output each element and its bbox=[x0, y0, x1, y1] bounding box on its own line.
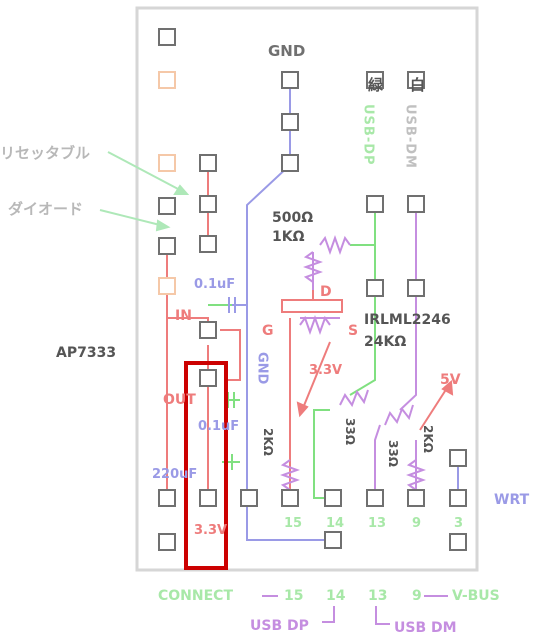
r2k-a-zigzag bbox=[280, 459, 300, 491]
pad bbox=[158, 28, 176, 46]
diode-label: ダイオード bbox=[8, 200, 83, 218]
pad-faded bbox=[158, 154, 176, 172]
cap-top-symbol bbox=[228, 297, 236, 313]
pad-faded bbox=[158, 277, 176, 295]
r2k-b-label: 2KΩ bbox=[421, 425, 435, 453]
r33a-zigzag bbox=[339, 389, 369, 408]
r2k-a-label: 2KΩ bbox=[261, 428, 275, 456]
pad bbox=[281, 71, 299, 89]
ic-trace bbox=[220, 329, 241, 381]
gnd-mid-label: GND bbox=[255, 352, 270, 385]
pad bbox=[199, 154, 217, 172]
usb-dm-bracket bbox=[375, 606, 390, 625]
pad bbox=[407, 71, 425, 89]
gnd-trace bbox=[246, 80, 333, 541]
pad bbox=[281, 489, 299, 507]
dm-lower-trace bbox=[374, 424, 381, 498]
white-kanji-label: 白 bbox=[410, 76, 425, 94]
r33b-zigzag bbox=[384, 404, 414, 426]
resettable-label: リセッタブル bbox=[0, 144, 90, 162]
pad bbox=[199, 321, 217, 339]
v5-label: 5V bbox=[440, 372, 461, 388]
pad bbox=[366, 71, 384, 89]
connect-label: CONNECT bbox=[158, 588, 233, 604]
pad bbox=[407, 195, 425, 213]
usb-dm-label: USB DM bbox=[394, 620, 457, 635]
arrow-diode bbox=[99, 209, 171, 232]
r2k-b-zigzag bbox=[406, 459, 426, 491]
pad bbox=[158, 237, 176, 255]
r500-label: 500Ω bbox=[272, 210, 313, 226]
pad bbox=[407, 279, 425, 297]
r500-zigzag bbox=[319, 235, 351, 255]
pad-faded bbox=[158, 71, 176, 89]
pad bbox=[199, 369, 217, 387]
pad bbox=[158, 489, 176, 507]
usb-dp-label: USB DP bbox=[250, 618, 309, 634]
pad bbox=[449, 449, 467, 467]
green-kanji-label: 緑 bbox=[368, 76, 384, 94]
arrow-3v3 bbox=[296, 341, 331, 418]
pad bbox=[407, 489, 425, 507]
d-label: D bbox=[320, 284, 332, 300]
dp-lower-trace bbox=[313, 409, 333, 499]
cap-top-label: 0.1uF bbox=[194, 277, 235, 292]
legend-14: 14 bbox=[326, 588, 346, 604]
pad bbox=[324, 489, 342, 507]
pad bbox=[281, 154, 299, 172]
usb-dm-trace bbox=[399, 200, 417, 411]
out-label: OUT bbox=[163, 392, 196, 408]
pad bbox=[158, 533, 176, 551]
usb-dm-vertical-label: USB-DM bbox=[403, 104, 418, 169]
pad bbox=[449, 533, 467, 551]
wrt-label: WRT bbox=[494, 492, 530, 508]
highlight-box bbox=[184, 361, 228, 570]
v33-bottom-label: 3.3V bbox=[194, 523, 227, 538]
board-outline bbox=[135, 6, 479, 572]
r33b-label: 33Ω bbox=[386, 440, 400, 467]
r24k-zigzag bbox=[299, 315, 331, 335]
usb-dp-trace bbox=[349, 200, 376, 396]
pad bbox=[366, 279, 384, 297]
pin9-label: 9 bbox=[412, 516, 421, 531]
pad bbox=[158, 197, 176, 215]
ap-label: AP7333 bbox=[56, 345, 116, 361]
usb-dp-vertical-label: USB-DP bbox=[361, 104, 376, 166]
pads bbox=[158, 28, 467, 551]
pad bbox=[324, 531, 342, 549]
legend-15: 15 bbox=[284, 588, 303, 604]
legend-13: 13 bbox=[368, 588, 387, 604]
arrow-resettable bbox=[107, 151, 190, 195]
r1k-label: 1KΩ bbox=[272, 229, 305, 245]
arrow-5v bbox=[419, 379, 454, 431]
pin15-label: 15 bbox=[284, 516, 302, 531]
r24k-label: 24KΩ bbox=[364, 334, 406, 350]
pad bbox=[449, 489, 467, 507]
r33a-label: 33Ω bbox=[343, 418, 357, 445]
cap-mid-label: 0.1uF bbox=[198, 419, 239, 434]
pin13-label: 13 bbox=[368, 516, 386, 531]
g-label: G bbox=[262, 323, 274, 339]
irlml-label: IRLML2246 bbox=[364, 312, 451, 328]
pad bbox=[366, 195, 384, 213]
pin14-label: 14 bbox=[326, 516, 344, 531]
r1k-zigzag bbox=[303, 251, 323, 283]
s-label: S bbox=[348, 323, 358, 339]
in-label: IN bbox=[175, 308, 192, 324]
pad bbox=[366, 489, 384, 507]
pin3-label: 3 bbox=[454, 516, 463, 531]
pad bbox=[281, 113, 299, 131]
gnd-top-label: GND bbox=[268, 42, 305, 60]
pad bbox=[199, 235, 217, 253]
pad bbox=[199, 195, 217, 213]
cap220-label: 220uF bbox=[152, 467, 197, 482]
usb-dp-bracket bbox=[322, 606, 335, 623]
v33-arrow-label: 3.3V bbox=[309, 363, 342, 378]
legend-9: 9 bbox=[412, 588, 422, 604]
mosfet-body bbox=[281, 299, 343, 313]
vbus-label: V-BUS bbox=[452, 588, 500, 604]
pad bbox=[240, 489, 258, 507]
pad bbox=[199, 489, 217, 507]
